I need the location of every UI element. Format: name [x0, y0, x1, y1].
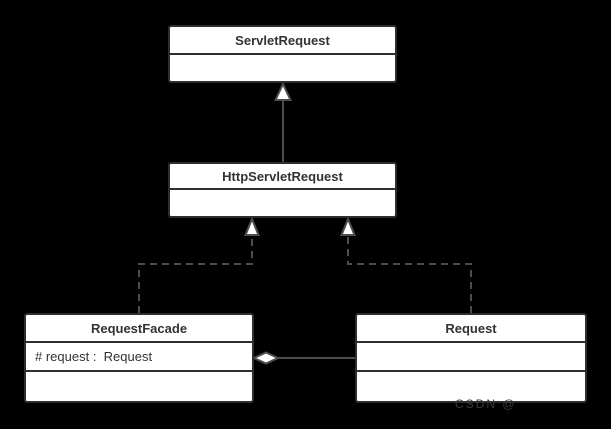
attributes-compartment — [170, 190, 395, 216]
attribute-row: # request : Request — [26, 343, 252, 372]
csdn-watermark: CSDN @ — [455, 397, 517, 411]
hollow-diamond-icon — [251, 351, 281, 365]
realization-line-request-httpservletrequest — [347, 236, 472, 313]
attributes-compartment — [170, 55, 395, 81]
class-box-requestfacade: RequestFacade # request : Request — [24, 313, 254, 403]
class-name: ServletRequest — [170, 27, 395, 55]
operations-compartment — [26, 372, 252, 401]
realization-line-requestfacade-httpservletrequest — [138, 236, 253, 313]
class-box-servletrequest: ServletRequest — [168, 25, 397, 83]
hollow-triangle-arrowhead-icon — [340, 216, 356, 236]
hollow-triangle-arrowhead-icon — [273, 81, 293, 101]
class-box-httpservletrequest: HttpServletRequest — [168, 162, 397, 218]
class-name: Request — [357, 315, 585, 343]
attributes-compartment — [357, 343, 585, 372]
class-name: RequestFacade — [26, 315, 252, 343]
hollow-triangle-arrowhead-icon — [244, 216, 260, 236]
class-box-request: Request — [355, 313, 587, 403]
class-name: HttpServletRequest — [170, 164, 395, 190]
